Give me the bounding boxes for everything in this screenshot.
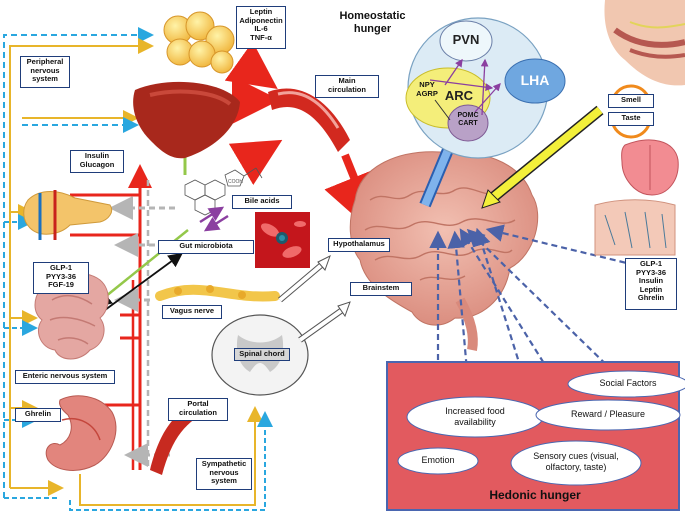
peripheral-loop-yellow [9, 38, 154, 488]
hypothalamus-label: Hypothalamus [328, 238, 390, 252]
ghrelin-label: Ghrelin [15, 408, 61, 422]
lha-label: LHA [520, 72, 550, 88]
spinal-chord-label: Spinal chord [234, 348, 290, 361]
taste-label: Taste [608, 112, 654, 126]
oral-hormones-label: GLP-1 PYY3-36 Insulin Leptin Ghrelin [625, 258, 677, 310]
enteric-nervous-system-label: Enteric nervous system [15, 370, 115, 384]
main-circulation-label: Main circulation [315, 75, 379, 98]
smell-label: Smell [608, 94, 654, 108]
svg-text:COOH: COOH [228, 179, 243, 185]
liver-icon [133, 81, 240, 159]
hypothalamus-inset [405, 17, 566, 159]
tongue-icon [621, 139, 679, 196]
sensory-cues-label: Sensory cues (visual, olfactory, taste) [533, 451, 619, 472]
stomach-icon [45, 395, 117, 471]
vagus-nerve-icon [155, 284, 280, 302]
pomc-cart-label: POMC CART [457, 112, 479, 127]
nasal-cavity-icon [604, 0, 685, 86]
sympathetic-nervous-system-label: Sympathetic nervous system [196, 458, 252, 490]
hedonic-hunger-title: Hedonic hunger [489, 488, 581, 502]
portal-circulation-label: Portal circulation [168, 398, 228, 421]
social-factors-label: Social Factors [599, 378, 657, 388]
bacteria-icon [255, 212, 310, 268]
peripheral-loop-blue [3, 27, 154, 498]
taste-tissue-icon [594, 199, 676, 256]
homeostatic-hunger-title: Homeostatic hunger [339, 10, 406, 35]
intestine-icon [34, 272, 109, 360]
brainstem-label: Brainstem [350, 282, 412, 296]
gut-microbiota-label: Gut microbiota [158, 240, 254, 254]
blood-vessel-icon [268, 88, 350, 152]
pvn-label: PVN [452, 32, 480, 47]
increased-food-label: Increased food availability [445, 406, 505, 427]
emotion-label: Emotion [421, 455, 455, 465]
insulin-glucagon-label: Insulin Glucagon [70, 150, 124, 173]
glp1-pyy-fgf19-label: GLP-1 PYY3-36 FGF-19 [33, 262, 89, 294]
adipose-tissue-icon [163, 11, 235, 74]
reward-pleasure-label: Reward / Pleasure [570, 409, 646, 419]
hedonic-box [386, 361, 685, 511]
arc-label: ARC [444, 88, 474, 103]
pancreas-icon [23, 190, 113, 240]
bile-acids-label: Bile acids [232, 195, 292, 209]
peripheral-nervous-system-label: Peripheral nervous system [20, 56, 70, 88]
bile-acid-molecule-icon: COOH [184, 167, 263, 216]
vagus-nerve-label: Vagus nerve [162, 305, 222, 319]
adipokines-label: Leptin Adiponectin IL-6 TNF-α [236, 6, 286, 49]
npy-agrp-label: NPY AGRP [416, 80, 438, 98]
